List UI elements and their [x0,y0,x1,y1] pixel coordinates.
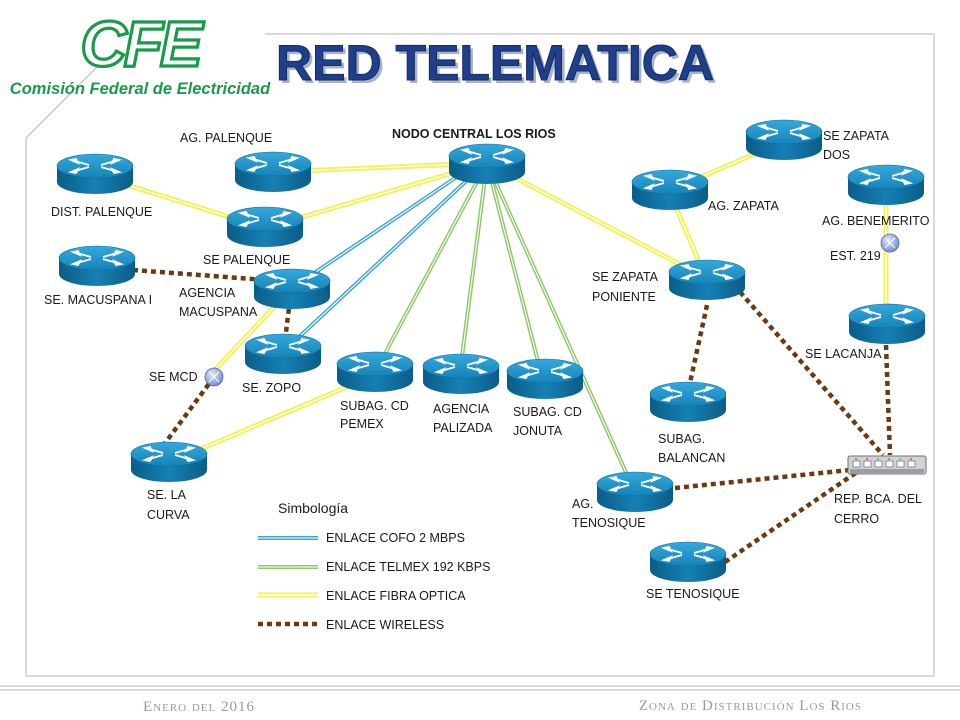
footer: Enero del 2016 Zona de Distribución Los … [0,685,960,715]
switch-icon-rep-cerro [847,455,927,475]
router-icon-subag-balancan [649,381,727,423]
legend-label-telmex: ENLACE TELMEX 192 KBPS [326,560,490,574]
label-subag-pemex-line2: PEMEX [340,417,384,431]
label-ag-palenque: AG. PALENQUE [180,131,272,145]
label-nodo-central: NODO CENTRAL LOS RIOS [392,127,556,141]
label-se-zapata-poniente-line2: PONIENTE [592,290,656,304]
router-icon-subag-jonuta [506,358,584,400]
label-ag-zapata: AG. ZAPATA [708,199,780,213]
label-ag-tenosique-line1: AG. [572,497,594,511]
label-se-macuspana: SE. MACUSPANA I [44,293,152,307]
label-ag-tenosique-line2: TENOSIQUE [572,516,646,530]
router-icon-se-tenosique [649,541,727,583]
label-dist-palenque: DIST. PALENQUE [51,205,152,219]
slide-frame [25,33,935,677]
router-icon-ag-palenque [234,151,312,193]
label-ag-macuspana-line2: MACUSPANA [179,305,258,319]
label-se-palenque: SE PALENQUE [203,253,290,267]
page-title-shadow: RED TELEMATICA [279,38,717,94]
repeaters [204,233,900,387]
label-se-zapata-dos-line2: DOS [823,148,850,162]
router-icon-se-macuspana [58,245,136,287]
label-se-zapata-dos-line1: SE ZAPATA [823,129,890,143]
page-title-text: RED TELEMATICA [276,35,714,91]
label-se-zapata-poniente-line1: SE ZAPATA [592,270,659,284]
label-ag-palizada-line2: PALIZADA [433,421,493,435]
label-subag-balancan-line1: SUBAG. [658,432,705,446]
wireless-links [132,267,893,564]
legend-title: Simbología [278,500,348,516]
node-labels: NODO CENTRAL LOS RIOS AG. PALENQUE DIST.… [44,127,930,601]
router-icon-subag-pemex [336,351,414,393]
label-subag-jonuta-line2: JONUTA [513,424,563,438]
router-icon-se-la-curva [130,441,208,483]
router-icon-se-lacanja [848,303,926,345]
label-ag-macuspana-line1: AGENCIA [179,286,236,300]
legend-item-wireless: ENLACE WIRELESS [258,618,444,632]
router-icon-ag-benemerito [847,164,925,206]
legend-item-telmex: ENLACE TELMEX 192 KBPS [258,560,490,574]
legend-label-fibra: ENLACE FIBRA OPTICA [326,589,466,603]
footer-zone: Zona de Distribución Los Rios [639,698,862,714]
router-icon-ag-tenosique [596,471,674,513]
router-icon-se-zapata-dos [745,119,823,161]
label-se-la-curva-line1: SE. LA [147,488,187,502]
label-se-mcd: SE MCD [149,370,198,384]
label-ag-palizada-line1: AGENCIA [433,402,490,416]
label-subag-pemex-line1: SUBAG. CD [340,399,409,413]
label-ag-benemerito: AG. BENEMERITO [822,214,930,228]
router-icon-ag-macuspana [253,268,331,310]
router-icon-dist-palenque [56,153,134,195]
label-subag-jonuta-line1: SUBAG. CD [513,405,582,419]
router-icon-se-palenque [226,206,304,248]
legend-item-cofo: ENLACE COFO 2 MBPS [258,531,465,545]
cfe-logo: CFE Comisión Federal de Electricidad [10,6,271,98]
telmex-links [373,162,635,489]
cofo-links [281,166,480,354]
cfe-logo-mark: CFE [81,8,205,80]
label-rep-cerro-line2: CERRO [834,512,879,526]
label-se-lacanja: SE LACANJA [805,347,882,361]
label-est-219: EST. 219 [830,249,881,263]
legend-label-cofo: ENLACE COFO 2 MBPS [326,531,465,545]
label-se-la-curva-line2: CURVA [147,508,190,522]
label-se-zopo: SE. ZOPO [242,381,301,395]
page-title: RED TELEMATICA RED TELEMATICA [276,35,717,95]
router-icon-se-zopo [244,333,322,375]
legend-item-fibra: ENLACE FIBRA OPTICA [258,589,466,603]
router-icon-nodo-central [448,143,526,185]
legend-label-wireless: ENLACE WIRELESS [326,618,444,632]
label-subag-balancan-line2: BALANCAN [658,451,725,465]
router-icon-ag-zapata [631,169,709,211]
fibra-links [94,138,889,465]
router-icon-se-zapata-poniente [668,259,746,301]
label-se-tenosique: SE TENOSIQUE [646,587,740,601]
label-rep-cerro-line1: REP. BCA. DEL [834,492,922,506]
legend: Simbología ENLACE COFO 2 MBPS ENLACE TEL… [258,500,490,632]
footer-date: Enero del 2016 [143,699,255,715]
router-icon-ag-palizada [422,353,500,395]
cfe-logo-name: Comisión Federal de Electricidad [10,80,271,98]
